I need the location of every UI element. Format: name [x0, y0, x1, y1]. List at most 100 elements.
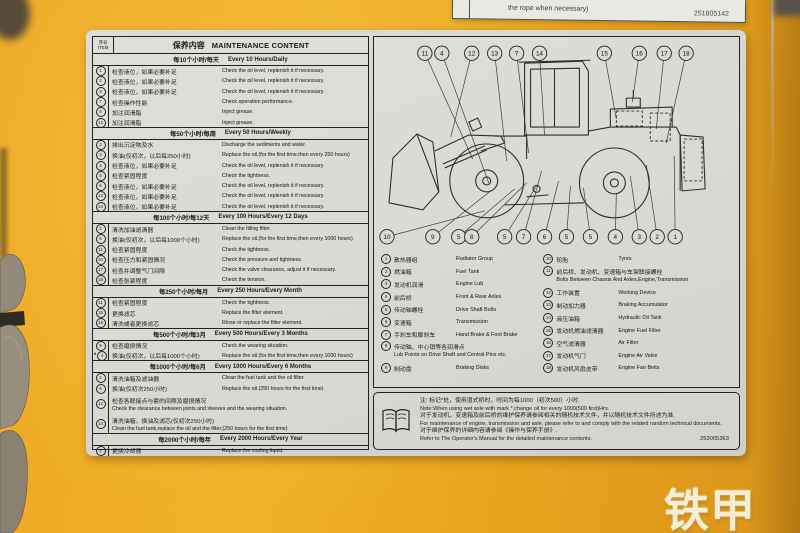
circled-number: 17 [543, 350, 554, 361]
circled-number: 17 [95, 265, 106, 276]
interval-label-en: Every 2000 Hours/Every Year [219, 436, 303, 443]
svg-text:5: 5 [457, 234, 461, 241]
svg-text:3: 3 [637, 234, 641, 241]
circled-number: 12 [95, 398, 106, 409]
part-number-badge: 12 [464, 45, 480, 61]
part-number-badge: 17 [656, 45, 672, 61]
note-line-text: Refer to The Operator's Manual for the d… [420, 436, 592, 443]
task-en: Check the clearance between joints and s… [112, 405, 288, 412]
legend-zh: 手刹车和脚刹车 [394, 333, 436, 340]
circled-number: 11 [543, 265, 554, 276]
row-number-cell: 11 [93, 297, 109, 308]
row-number-cell: 14 [93, 413, 109, 434]
task-en: Replace the oil.(for the first time,then… [222, 152, 350, 159]
circled-number: 3 [381, 279, 391, 290]
task-zh: 检查液位，如果必要补足 [112, 184, 177, 191]
task-zh: 检查各联接点与套的间隙及磨损情况 [112, 398, 207, 405]
interval-label-en: Every 50 Hours/Weekly [224, 130, 291, 137]
circled-number: 14 [95, 418, 106, 429]
part-number-badge: 8 [464, 229, 480, 245]
part-number-badge: 7 [508, 45, 525, 61]
legend-zh: 工作装置 [556, 291, 580, 298]
task-en: Replace the oil.(250 hours for the first… [222, 385, 324, 392]
part-number-badge: 13 [487, 45, 503, 61]
circled-number: 13 [95, 191, 106, 202]
row-number-cell: 1 [93, 66, 109, 77]
legend-zh: 液压油箱 [556, 316, 580, 323]
table-title-row: 序号 ITEM 保养内容 MAINTENANCE CONTENT [93, 37, 368, 54]
svg-text:18: 18 [683, 51, 691, 58]
row-number-cell: 11 [93, 244, 109, 255]
interval-label-zh: 每2000个小时/每年 [158, 436, 211, 444]
svg-text:12: 12 [468, 51, 476, 58]
legend-zh: 发动机燃油滤清器 [556, 329, 604, 336]
task-zh: 清洗加油滤清器 [112, 227, 154, 234]
task-en: Inject grease. [222, 119, 254, 126]
task-zh: 检查液位，如果必要补足 [112, 90, 177, 97]
part-number-badge: 5 [451, 229, 467, 245]
circled-number: 8 [95, 107, 106, 118]
circled-number: 15 [95, 308, 106, 319]
task-en: Check the tightness. [222, 246, 270, 253]
legend-zh: 散热器组 [394, 257, 418, 264]
row-number-cell: 17 [93, 265, 109, 276]
legend-en: Bolts Between Chassis And Axles,Engine,T… [556, 276, 689, 283]
task-en: Replace the filter element. [222, 310, 284, 317]
legend-en: Drive Shaft Bolts [456, 306, 497, 313]
task-zh: 换油(仅初次250小时) [112, 387, 167, 394]
row-number-cell: 13 [93, 191, 109, 202]
circled-number: 7 [95, 97, 106, 108]
upper-sticker-divider [468, 0, 471, 19]
row-number-cell: 2 [93, 223, 109, 235]
svg-text:7: 7 [515, 51, 519, 58]
part-number-badge: 4 [607, 229, 623, 245]
right-shadow-band [748, 0, 800, 533]
task-en: Check the tightness. [222, 172, 270, 179]
part-number-badge: 7 [515, 229, 532, 245]
task-en: Check the tightness. [222, 299, 270, 306]
table-title-en: MAINTENANCE CONTENT [211, 40, 310, 50]
circled-number: 5 [381, 304, 391, 315]
legend-en: Front & Rear Axles [456, 294, 502, 301]
part-number-badge: 5 [497, 229, 513, 245]
circled-number: 4 [95, 160, 106, 171]
svg-text:6: 6 [543, 234, 547, 241]
note-panel: 注: 标记*处，使用湿式桥时，时间为每1000（初次500）小时.Note:Wh… [373, 392, 740, 450]
interval-label-en: Every 100 Hours/Every 12 Days [218, 214, 308, 221]
row-number-cell: 12 [93, 393, 109, 414]
task-zh: 换油(仅初次，以后每250小时) [112, 153, 191, 160]
circled-number: 2 [95, 373, 106, 384]
task-zh: 清洗油箱及滤油器 [112, 376, 160, 383]
row-number-cell: 8 [93, 107, 109, 118]
part-number-badge: 5 [558, 229, 575, 245]
part-number-badge: 6 [536, 229, 553, 245]
legend-en: Engine Lub [456, 281, 484, 288]
legend-en: Radiator Group [456, 256, 493, 263]
circled-number: 14 [543, 313, 554, 324]
legend-en: Fuel Tank [456, 268, 480, 275]
task-cell: 清洗油箱，换油及滤芯(仅初次250小时)Clean the fuel tank,… [109, 416, 368, 432]
legend-en: Braking Disks [456, 365, 489, 372]
part-number-badge: 11 [417, 45, 433, 61]
legend-zh: 传动轴、中心销等各润滑点 [394, 345, 465, 352]
legend-zh: 发动机润滑 [394, 282, 424, 289]
circled-number: 18 [543, 363, 554, 374]
legend-zh: 前后桥 [394, 295, 412, 302]
